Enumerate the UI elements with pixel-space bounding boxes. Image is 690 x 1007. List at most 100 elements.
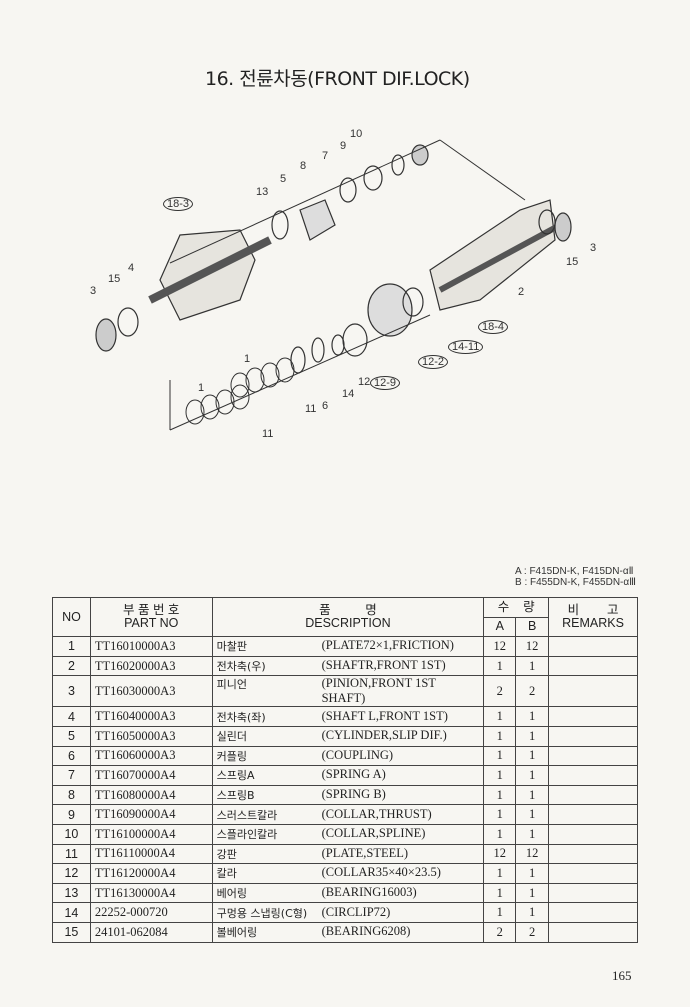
cell-no: 6 xyxy=(52,745,91,767)
header-remarks-en: REMARKS xyxy=(562,616,624,631)
callout: 8 xyxy=(300,160,307,172)
table-row: 7 TT16070000A4 스프링A(SPRING A) 1 1 xyxy=(52,765,638,786)
cell-no: 5 xyxy=(52,725,91,747)
cell-qty-b: 1 xyxy=(515,902,550,923)
table-row: 13 TT16130000A4 베어링(BEARING16003) 1 1 xyxy=(52,882,638,904)
header-part-en: PART NO xyxy=(124,616,179,631)
table-row: 2 TT16020000A3 전차축(우)(SHAFTR,FRONT 1ST) … xyxy=(52,655,638,677)
callout: 15 xyxy=(108,273,121,285)
cell-qty-b: 1 xyxy=(515,804,550,825)
dif-lock-parts xyxy=(271,144,429,241)
cell-description: 칼라(COLLAR35×40×23.5) xyxy=(211,863,485,884)
table-row: 1 TT16010000A3 마찰판(PLATE72×1,FRICTION) 1… xyxy=(52,636,638,657)
callout: 14 xyxy=(342,388,355,400)
desc-en: (CIRCLIP72) xyxy=(321,904,391,919)
cell-part-no: TT16070000A4 xyxy=(89,765,213,786)
exploded-parts-diagram xyxy=(95,139,572,431)
cell-description: 볼베어링(BEARING6208) xyxy=(211,921,485,943)
desc-kr: 스프링B xyxy=(216,789,255,803)
cell-no: 9 xyxy=(52,804,91,825)
callout: 13 xyxy=(256,186,269,198)
cell-qty-b: 1 xyxy=(515,745,550,767)
callout: 7 xyxy=(322,150,329,162)
table-row: 3 TT16030000A3 피니언(PINION,FRONT 1ST SHAF… xyxy=(52,675,638,708)
cell-part-no: TT16110000A4 xyxy=(89,843,213,865)
cell-no: 4 xyxy=(52,706,91,727)
table-row: 10 TT16100000A4 스플라인칼라(COLLAR,SPLINE) 1 … xyxy=(52,823,638,845)
desc-en: (COUPLING) xyxy=(321,747,394,762)
cell-description: 마찰판 (PLATE72×1,FRICTION) xyxy=(211,636,485,657)
cell-part-no: TT16040000A3 xyxy=(89,706,213,727)
callout: 3 xyxy=(590,242,597,254)
differential-parts xyxy=(185,283,424,425)
cell-qty-a: 1 xyxy=(483,706,517,727)
cell-qty-b: 2 xyxy=(515,921,550,943)
desc-kr: 베어링 xyxy=(216,887,247,901)
desc-kr: 마찰판 xyxy=(216,640,247,654)
cell-description: 강판(PLATE,STEEL) xyxy=(211,843,485,865)
callout: 18-4 xyxy=(478,320,509,334)
callout: 12 xyxy=(358,376,371,388)
cell-no: 12 xyxy=(52,863,91,884)
cell-remarks xyxy=(548,823,638,845)
cell-qty-a: 1 xyxy=(483,902,517,923)
cell-description: 스프링B (SPRING B) xyxy=(211,784,485,806)
cell-part-no: TT16030000A3 xyxy=(89,675,213,708)
model-a: A : F415DN-K, F415DN-αⅡ xyxy=(515,566,634,577)
desc-en: (SHAFTR,FRONT 1ST) xyxy=(321,658,446,673)
model-legend: A : F415DN-K, F415DN-αⅡ B : F455DN-K, F4… xyxy=(515,566,636,588)
cell-qty-a: 1 xyxy=(483,765,517,786)
cell-qty-a: 1 xyxy=(483,725,517,747)
desc-en: (PINION,FRONT 1ST SHAFT) xyxy=(321,676,436,706)
desc-en: (PLATE72×1,FRICTION) xyxy=(321,638,454,653)
desc-en: (CYLINDER,SLIP DIF.) xyxy=(321,728,447,743)
desc-en: (COLLAR,THRUST) xyxy=(321,806,432,821)
callout: 1 xyxy=(198,382,205,394)
cell-description: 실린더(CYLINDER,SLIP DIF.) xyxy=(211,725,485,747)
callout: 12-9 xyxy=(370,376,401,390)
cell-qty-b: 1 xyxy=(515,655,550,677)
desc-en: (SPRING A) xyxy=(321,767,386,782)
cell-description: 스러스트칼라 (COLLAR,THRUST) xyxy=(211,804,485,825)
desc-kr: 구멍용 스냅링(C형) xyxy=(216,906,308,920)
desc-en: (COLLAR35×40×23.5) xyxy=(321,865,441,880)
cell-qty-b: 1 xyxy=(515,765,550,786)
cell-part-no: 24101-062084 xyxy=(89,921,213,943)
callout: 3 xyxy=(90,285,97,297)
model-b: B : F455DN-K, F455DN-αⅢ xyxy=(515,577,637,588)
guide-lines xyxy=(169,139,526,431)
desc-kr: 스러스트칼라 xyxy=(216,808,278,822)
cell-qty-b: 1 xyxy=(515,784,550,806)
cell-remarks xyxy=(548,636,638,657)
desc-kr: 전차축(우) xyxy=(216,660,266,674)
cell-no: 7 xyxy=(52,765,91,786)
cell-description: 커플링(COUPLING) xyxy=(211,745,485,767)
cell-qty-a: 1 xyxy=(483,882,517,904)
cell-qty-b: 1 xyxy=(515,882,550,904)
desc-kr: 강판 xyxy=(216,847,237,861)
desc-en: (SPRING B) xyxy=(321,787,386,802)
desc-en: (COLLAR,SPLINE) xyxy=(321,826,426,841)
cell-description: 전차축(좌)(SHAFT L,FRONT 1ST) xyxy=(211,706,485,727)
page-title: 16. 전륜차동(FRONT DIF.LOCK) xyxy=(205,68,470,90)
cell-qty-b: 2 xyxy=(515,675,550,708)
cell-description: 구멍용 스냅링(C형) (CIRCLIP72) xyxy=(211,902,485,923)
callout: 4 xyxy=(128,262,135,274)
cell-part-no: TT16050000A3 xyxy=(89,725,213,747)
cell-part-no: TT16100000A4 xyxy=(89,823,213,845)
callout: 18-3 xyxy=(163,197,194,211)
table-row: 5 TT16050000A3 실린더(CYLINDER,SLIP DIF.) 1… xyxy=(52,725,638,747)
table-row: 15 24101-062084 볼베어링(BEARING6208) 2 2 xyxy=(52,921,638,943)
cell-remarks xyxy=(548,882,638,904)
cell-qty-b: 12 xyxy=(515,636,550,657)
cell-qty-b: 12 xyxy=(515,843,550,865)
cell-remarks xyxy=(548,725,638,747)
table-row: 12 TT16120000A4 칼라(COLLAR35×40×23.5) 1 1 xyxy=(52,863,638,884)
callout: 1 xyxy=(244,353,251,365)
cell-qty-a: 1 xyxy=(483,804,517,825)
desc-kr: 전차축(좌) xyxy=(216,710,266,724)
callout: 9 xyxy=(340,140,347,152)
